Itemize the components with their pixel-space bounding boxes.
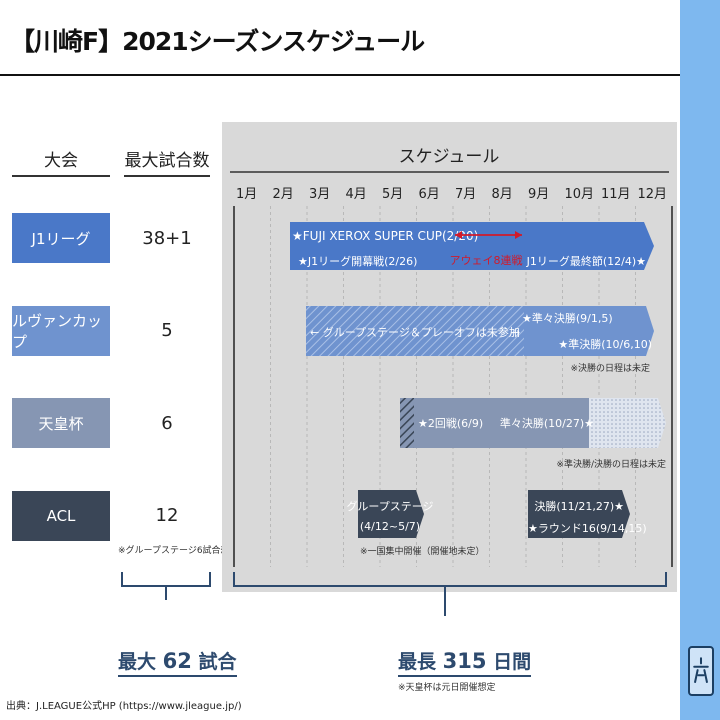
acl-knockout-bar xyxy=(528,490,630,538)
max-matches-bracket xyxy=(121,572,211,600)
acl-r16-label: ★ラウンド16(9/14,15) xyxy=(528,522,647,535)
levain-knockout-bar xyxy=(524,306,654,356)
competition-emperors-cup: 天皇杯 xyxy=(12,398,110,448)
acl-group-dates-label: (4/12~5/7) xyxy=(360,520,420,533)
side-accent-bar xyxy=(680,0,720,720)
title-divider xyxy=(0,74,680,76)
levain-qf-label: ★準々決勝(9/1,5) xyxy=(522,311,613,325)
schedule-panel: スケジュール 1月 2月 3月 4月 5月 6月 7月 8月 9月 10月 11月 12月 ★FUJI… xyxy=(222,122,677,592)
competition-acl: ACL xyxy=(12,491,110,541)
month-label: 7月 xyxy=(455,187,476,202)
club-logo-icon xyxy=(688,646,714,696)
max-matches-summary: 最大 62 試合 xyxy=(118,647,237,677)
max-summary-suffix: 試合 xyxy=(198,651,237,673)
max-matches-emperor: 6 xyxy=(161,413,173,434)
month-label: 4月 xyxy=(346,187,367,202)
acl-group-label: グループステージ xyxy=(346,499,433,513)
emperor-undetermined-bar xyxy=(589,398,666,448)
month-label: 1月 xyxy=(236,187,257,202)
emperor-qf-label: 準々決勝(10/27)★ xyxy=(500,416,594,430)
header-max-matches-rule xyxy=(124,175,210,177)
levain-group-label: ← グループステージ＆プレーオフは未参加 xyxy=(310,325,520,339)
j1-supercup-label: ★FUJI XEROX SUPER CUP(2/20) xyxy=(292,229,478,243)
long-summary-suffix: 日間 xyxy=(493,651,532,673)
levain-arrow-label: → xyxy=(511,326,520,339)
month-label: 8月 xyxy=(492,187,513,202)
header-competition-rule xyxy=(12,175,110,177)
max-matches-levain: 5 xyxy=(161,320,173,341)
emperor-main-bar xyxy=(414,398,589,448)
month-labels: 1月 2月 3月 4月 5月 6月 7月 8月 9月 10月 11月 12月 xyxy=(236,187,667,202)
long-summary-prefix: 最長 xyxy=(398,651,437,673)
acl-final-label: 決勝(11/21,27)★ xyxy=(534,499,624,513)
month-label: 10月 xyxy=(565,187,595,202)
month-label: 6月 xyxy=(419,187,440,202)
emperor-final-note: ※準決勝/決勝の日程は未定 xyxy=(556,458,666,470)
month-label: 5月 xyxy=(382,187,403,202)
month-label: 11月 xyxy=(601,187,631,202)
away-run-label: アウェイ8連戦 xyxy=(450,253,523,267)
competition-levain-cup: ルヴァンカップ xyxy=(12,306,110,356)
away-arrow-head-left xyxy=(455,231,462,239)
header-competition: 大会 xyxy=(44,151,78,171)
j1-opener-label: ★J1リーグ開幕戦(2/26) xyxy=(298,254,417,268)
j1-final-label: J1リーグ最終節(12/4)★ xyxy=(526,254,647,268)
levain-group-stage-bar xyxy=(306,306,524,356)
acl-group-note: ※一国集中開催（開催地未定） xyxy=(360,545,485,557)
month-label: 9月 xyxy=(528,187,549,202)
max-matches-j1: 38+1 xyxy=(142,228,192,249)
header-max-matches: 最大試合数 xyxy=(124,151,210,171)
longest-period-summary: 最長 315 日間 xyxy=(398,647,532,677)
header-schedule: スケジュール xyxy=(399,147,500,167)
schedule-bracket-stem xyxy=(444,586,446,616)
source-credit: 出典：J.LEAGUE公式HP (https://www.jleague.jp/… xyxy=(6,701,242,712)
acl-group-stage-bar xyxy=(358,490,424,538)
emperor-r2-label: ★2回戦(6/9) xyxy=(418,417,483,430)
emperor-early-rounds-bar xyxy=(400,398,414,448)
levain-sf-label: ★準決勝(10/6,10) xyxy=(558,337,652,351)
away-arrow-head-right xyxy=(515,231,522,239)
competition-j1-league: J1リーグ xyxy=(12,213,110,263)
max-summary-value: 62 xyxy=(162,649,192,673)
max-matches-acl: 12 xyxy=(155,505,179,526)
month-label: 3月 xyxy=(309,187,330,202)
month-label: 2月 xyxy=(273,187,294,202)
long-summary-value: 315 xyxy=(442,649,487,673)
month-label: 12月 xyxy=(638,187,668,202)
emperor-newyear-note: ※天皇杯は元日開催想定 xyxy=(398,683,496,693)
acl-group-note: ※グループステージ6試合想定 xyxy=(118,546,239,556)
schedule-bracket xyxy=(233,572,667,587)
page-title: 【川崎F】2021シーズンスケジュール xyxy=(10,27,425,56)
max-summary-prefix: 最大 xyxy=(118,651,157,673)
levain-final-note: ※決勝の日程は未定 xyxy=(570,362,650,374)
j1-league-bar xyxy=(290,222,654,270)
